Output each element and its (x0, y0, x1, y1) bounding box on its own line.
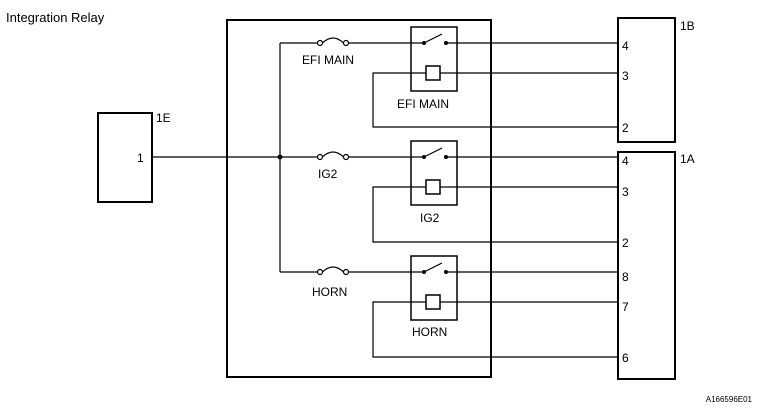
connector-1a (617, 151, 676, 380)
pin-1a-2: 2 (622, 236, 629, 250)
pin-1b-3: 3 (622, 69, 629, 83)
connector-1e-label: 1E (156, 111, 171, 125)
fuse-horn (316, 266, 350, 276)
integration-relay-box (226, 19, 492, 378)
diagram-title: Integration Relay (6, 10, 105, 25)
relay-efi-main (410, 26, 458, 92)
relay-coil-ig2 (425, 179, 441, 195)
connector-1b-label: 1B (680, 19, 695, 33)
relay-switch-ig2 (422, 147, 448, 159)
relay-ig2 (410, 140, 458, 206)
pin-1a-4: 4 (622, 154, 629, 168)
pin-1b-2: 2 (622, 121, 629, 135)
pin-1a-3: 3 (622, 185, 629, 199)
fuse-efi-main (316, 37, 350, 47)
connector-1b (617, 17, 676, 143)
fuse-label-efi-main: EFI MAIN (302, 53, 354, 67)
fuse-label-ig2: IG2 (318, 167, 338, 181)
fuse-label-horn: HORN (312, 285, 347, 299)
circuit-ig2: IG2 IG2 (280, 140, 618, 243)
relay-coil-efi-main (425, 65, 441, 81)
pin-1a-8: 8 (622, 270, 629, 284)
relay-horn (410, 255, 458, 321)
pin-1b-4: 4 (622, 39, 629, 53)
connector-1e (97, 112, 153, 203)
circuit-horn: HORN HORN (280, 255, 618, 358)
circuit-efi-main: EFI MAIN EFI MAIN (280, 26, 618, 128)
relay-coil-horn (425, 294, 441, 310)
relay-label-ig2: IG2 (420, 211, 440, 225)
relay-label-horn: HORN (412, 325, 447, 339)
connector-1a-label: 1A (680, 152, 695, 166)
relay-switch-horn (422, 262, 448, 274)
pin-1a-7: 7 (622, 300, 629, 314)
relay-label-efi-main: EFI MAIN (397, 97, 449, 111)
pin-1a-6: 6 (622, 351, 629, 365)
fuse-ig2 (316, 151, 350, 161)
figure-reference: A166596E01 (706, 395, 753, 404)
relay-switch-efi-main (422, 33, 448, 45)
pin-1e-1: 1 (137, 151, 144, 165)
